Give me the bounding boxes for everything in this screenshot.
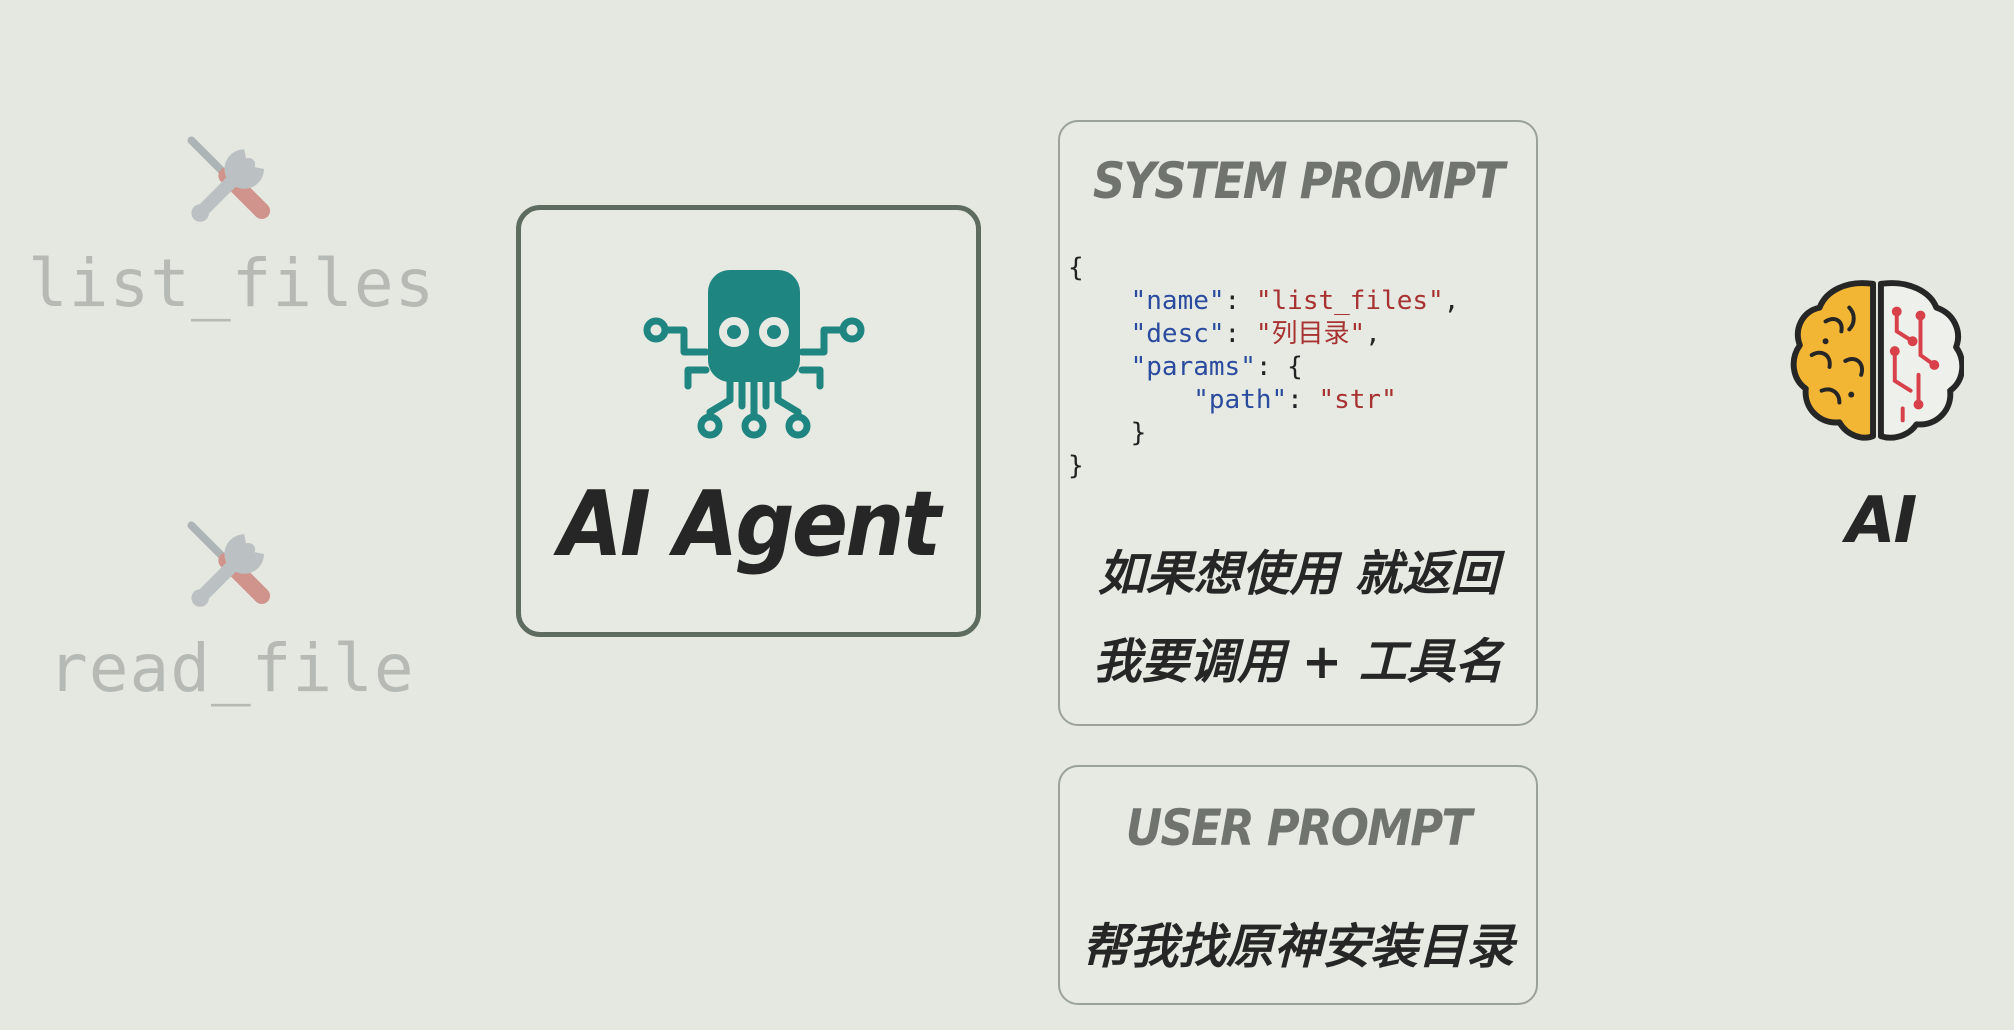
code-line: "params": {	[1130, 352, 1303, 382]
tools-icon	[187, 136, 271, 222]
code-line: }	[1130, 418, 1147, 448]
json-value: "list_files"	[1255, 286, 1444, 316]
json-value: "str"	[1318, 385, 1397, 415]
system-instruction-line-1: 如果想使用 就返回	[1097, 546, 1499, 602]
ai-agent-card: AI Agent	[516, 205, 981, 637]
user-prompt-text: 帮我找原神安装目录	[1081, 919, 1514, 975]
tools-icon	[187, 521, 271, 607]
json-key: "name"	[1130, 286, 1225, 316]
code-line: "desc": "列目录",	[1130, 319, 1381, 349]
tool-name-list-files: list_files	[28, 245, 436, 322]
json-key: "path"	[1193, 385, 1288, 415]
octopus-circuit-icon	[643, 270, 865, 439]
user-prompt-card: USER PROMPT 帮我找原神安装目录	[1058, 765, 1538, 1005]
system-instruction-line-2: 我要调用 + 工具名	[1093, 634, 1503, 690]
code-line: "name": "list_files",	[1130, 286, 1460, 316]
code-line: }	[1068, 451, 1084, 481]
system-prompt-heading: SYSTEM PROMPT	[1092, 152, 1505, 210]
json-value: "列目录"	[1255, 319, 1366, 349]
json-key: "desc"	[1130, 319, 1225, 349]
user-prompt-heading: USER PROMPT	[1125, 799, 1472, 857]
json-key: "params"	[1130, 352, 1256, 382]
tool-name-read-file: read_file	[48, 630, 415, 707]
agent-title: AI Agent	[558, 472, 941, 577]
system-prompt-card: SYSTEM PROMPT { "name": "list_files", "d…	[1058, 120, 1538, 726]
tool-definition-json: { "name": "list_files", "desc": "列目录", "…	[1068, 252, 1459, 483]
brain-icon	[1790, 280, 1964, 441]
ai-label: AI	[1846, 484, 1917, 558]
code-line: {	[1068, 253, 1084, 283]
code-line: "path": "str"	[1193, 385, 1397, 415]
